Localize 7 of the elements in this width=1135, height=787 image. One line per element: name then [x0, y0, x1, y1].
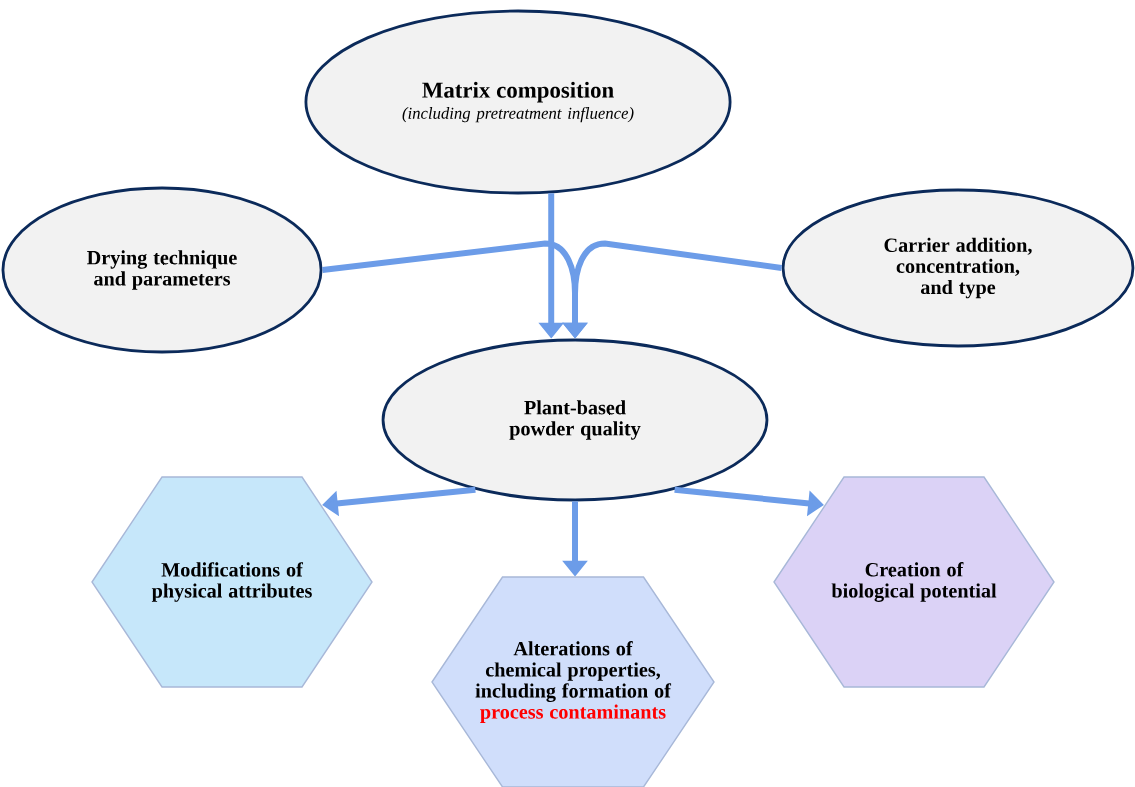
- hexagon-node: Alterations of chemical properties, including formation of process contaminants: [431, 576, 715, 787]
- ellipse-node: Carrier addition, concentration, and type: [781, 188, 1135, 348]
- ellipse-node: Matrix composition (including pretreatment influence): [304, 9, 732, 195]
- ellipse-node: Drying technique and parameters: [1, 186, 323, 354]
- hexagon-node: Creation of biological potential: [773, 476, 1055, 688]
- hexagon-node: Modifications of physical attributes: [91, 476, 373, 688]
- ellipse-node: Plant-based powder quality: [381, 338, 769, 502]
